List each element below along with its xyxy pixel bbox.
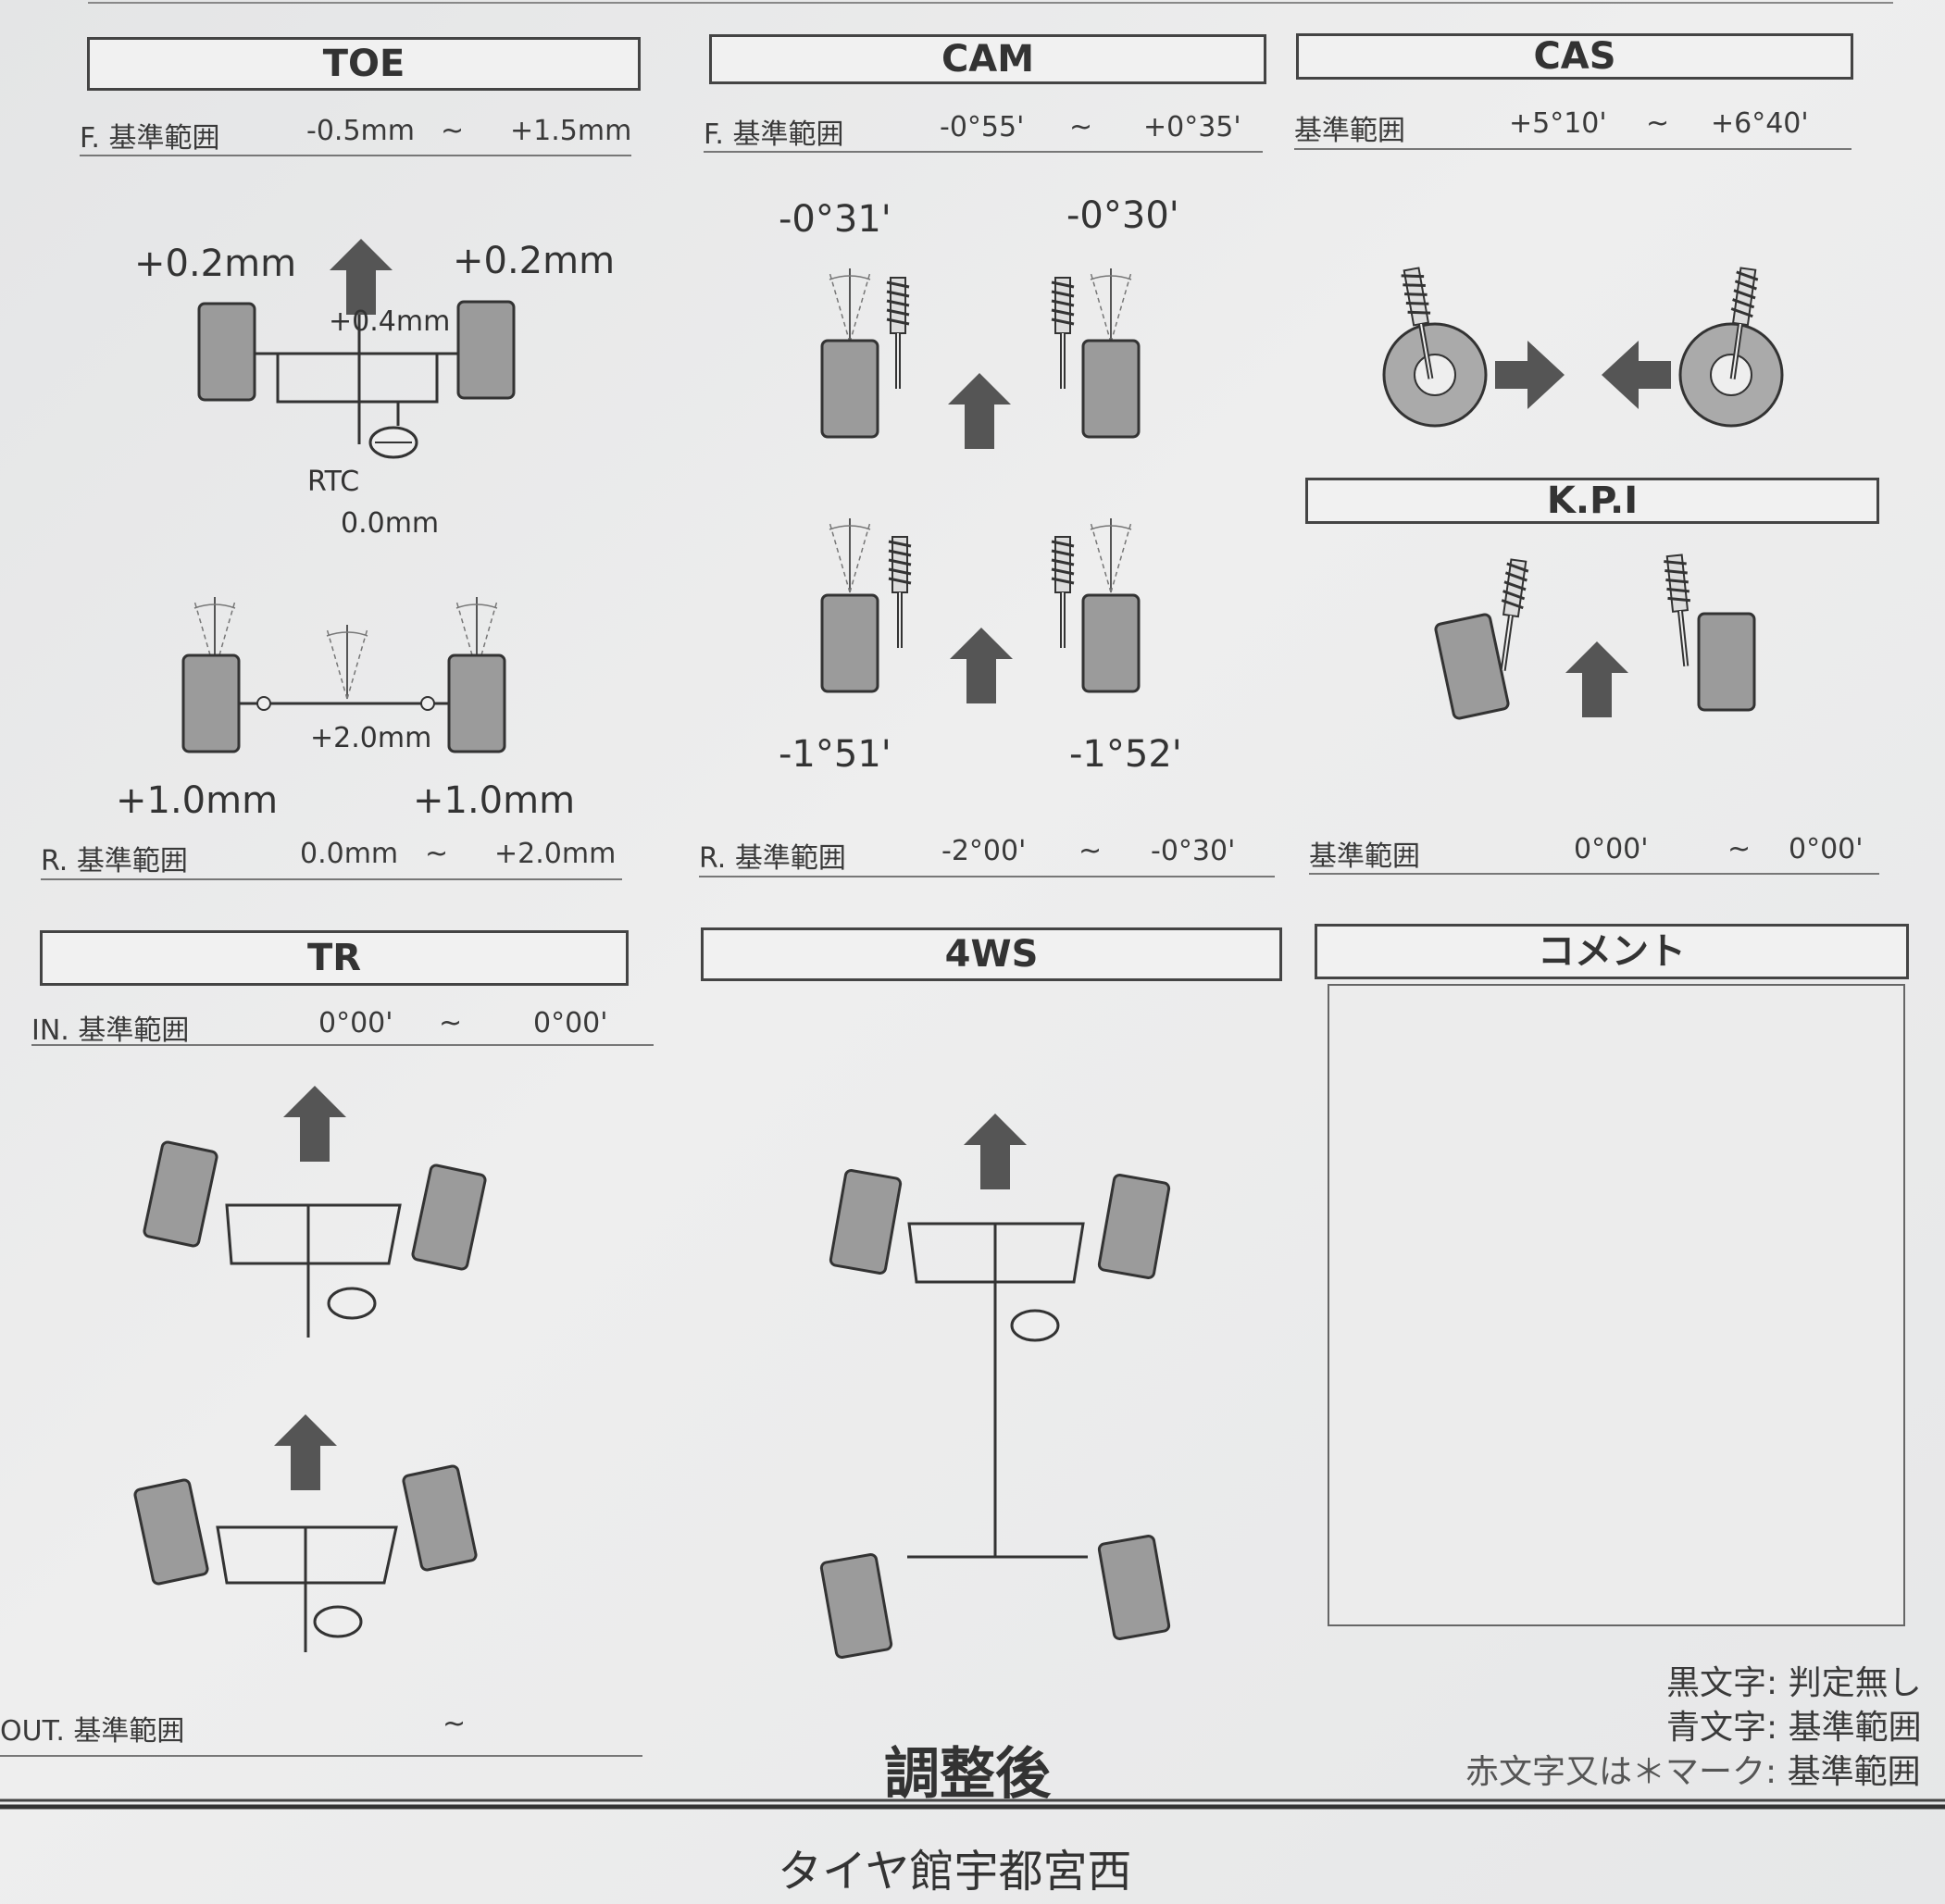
forward-arrow-icon xyxy=(274,1414,337,1490)
cam-header: CAM xyxy=(709,34,1266,84)
4ws-header: 4WS xyxy=(701,927,1282,981)
range-separator: ~ xyxy=(441,115,465,147)
status-label: 調整後 xyxy=(884,1742,1051,1807)
footer-shop-name: タイヤ館宇都宮西 xyxy=(778,1846,1132,1898)
range-label: OUT. 基準範囲 xyxy=(0,1715,185,1748)
forward-arrow-icon xyxy=(1565,641,1628,717)
divider xyxy=(699,876,1275,877)
range-label: R. 基準範囲 xyxy=(41,845,188,877)
range-label: IN. 基準範囲 xyxy=(31,1014,190,1047)
legend-black: 黒文字: 判定無し xyxy=(1666,1661,1922,1706)
divider xyxy=(1309,873,1879,875)
range-separator: ~ xyxy=(1727,833,1752,865)
tr-in-range: IN. 基準範囲 0°00' ~ 0°00' xyxy=(31,1007,652,1047)
turning-radius-diagram xyxy=(132,1086,488,1652)
cam-rear-range: R. 基準範囲 -2°00' ~ -0°30' xyxy=(699,835,1273,875)
toe-diagram xyxy=(181,239,516,753)
range-separator: ~ xyxy=(425,838,449,870)
toe-front-right-value: +0.2mm xyxy=(453,240,616,282)
comment-area[interactable] xyxy=(1328,984,1905,1626)
legend-key: 赤文字又は＊マーク: xyxy=(1465,1753,1777,1791)
range-min: 0.0mm xyxy=(300,838,399,870)
camber-diagram xyxy=(820,268,1141,703)
range-label: F. 基準範囲 xyxy=(704,118,844,151)
range-max: 0°00' xyxy=(1789,833,1864,865)
rtc-label: RTC xyxy=(307,466,360,498)
kpi-diagram xyxy=(1433,554,1756,721)
kpi-header: K.P.I xyxy=(1305,478,1879,524)
rtc-value: 0.0mm xyxy=(341,507,440,540)
range-separator: ~ xyxy=(439,1007,463,1039)
cas-range: 基準範囲 +5°10' ~ +6°40' xyxy=(1294,107,1850,147)
range-min: 0°00' xyxy=(1574,833,1649,865)
divider xyxy=(0,1755,642,1757)
range-separator: ~ xyxy=(1078,835,1103,867)
legend-blue: 青文字: 基準範囲 xyxy=(1666,1706,1922,1750)
range-max: +2.0mm xyxy=(494,838,617,870)
front-right-wheel xyxy=(456,300,516,400)
tr-header: TR xyxy=(40,930,629,986)
forward-arrow-icon xyxy=(283,1086,346,1162)
range-max: 0°00' xyxy=(533,1007,608,1039)
range-max: +0°35' xyxy=(1143,111,1241,143)
divider xyxy=(41,878,622,880)
four-wheel-steering-diagram xyxy=(818,1114,1172,1660)
range-min: -0.5mm xyxy=(306,115,415,147)
range-max: +1.5mm xyxy=(510,115,632,147)
range-separator: ~ xyxy=(443,1708,467,1740)
forward-arrow-icon xyxy=(950,628,1013,703)
forward-arrow-icon xyxy=(964,1114,1027,1189)
range-min: +5°10' xyxy=(1509,107,1607,140)
legend-red: 赤文字又は＊マーク: 基準範囲 xyxy=(1465,1750,1921,1795)
forward-arrow-icon xyxy=(948,373,1011,449)
divider xyxy=(704,151,1263,153)
range-min: -2°00' xyxy=(941,835,1027,867)
rear-left-wheel xyxy=(181,653,241,753)
divider xyxy=(80,155,631,156)
range-min: -0°55' xyxy=(940,111,1025,143)
legend-key: 青文字: xyxy=(1666,1709,1778,1747)
legend-key: 黒文字: xyxy=(1666,1664,1778,1702)
cam-front-left-value: -0°31' xyxy=(779,198,891,241)
cam-front-range: F. 基準範囲 -0°55' ~ +0°35' xyxy=(704,111,1259,151)
legend-text: 基準範囲 xyxy=(1787,1753,1921,1791)
range-label: R. 基準範囲 xyxy=(699,842,846,875)
toe-front-left-value: +0.2mm xyxy=(134,243,297,285)
range-label: 基準範囲 xyxy=(1309,840,1420,873)
legend-text: 判定無し xyxy=(1788,1664,1922,1702)
range-separator: ~ xyxy=(1646,107,1670,140)
legend-text: 基準範囲 xyxy=(1788,1709,1922,1747)
range-label: 基準範囲 xyxy=(1294,115,1405,147)
tr-out-range: OUT. 基準範囲 ~ xyxy=(0,1708,648,1748)
range-max: +6°40' xyxy=(1711,107,1809,140)
toe-rear-range: R. 基準範囲 0.0mm ~ +2.0mm xyxy=(41,838,624,877)
cam-rear-right-value: -1°52' xyxy=(1069,733,1182,776)
caster-diagram xyxy=(1382,268,1784,428)
range-min: 0°00' xyxy=(318,1007,393,1039)
toe-rear-left-value: +1.0mm xyxy=(116,779,279,822)
range-max: -0°30' xyxy=(1151,835,1236,867)
range-separator: ~ xyxy=(1069,111,1093,143)
divider xyxy=(31,1044,654,1046)
top-rule xyxy=(88,2,1893,4)
cas-header: CAS xyxy=(1296,33,1853,80)
kpi-range: 基準範囲 0°00' ~ 0°00' xyxy=(1309,833,1883,873)
toe-front-range: F. 基準範囲 -0.5mm ~ +1.5mm xyxy=(80,115,635,155)
forward-arrow-icon xyxy=(330,239,393,315)
rear-right-wheel xyxy=(447,653,506,753)
comment-header: コメント xyxy=(1315,924,1909,979)
toe-header: TOE xyxy=(87,37,641,91)
front-left-wheel xyxy=(197,302,256,402)
toe-rear-total-value: +2.0mm xyxy=(310,722,432,754)
range-label: F. 基準範囲 xyxy=(80,122,220,155)
divider xyxy=(1294,148,1851,150)
cam-front-right-value: -0°30' xyxy=(1066,194,1179,237)
toe-rear-right-value: +1.0mm xyxy=(413,779,576,822)
cam-rear-left-value: -1°51' xyxy=(779,733,891,776)
toe-front-total-value: +0.4mm xyxy=(329,305,451,338)
